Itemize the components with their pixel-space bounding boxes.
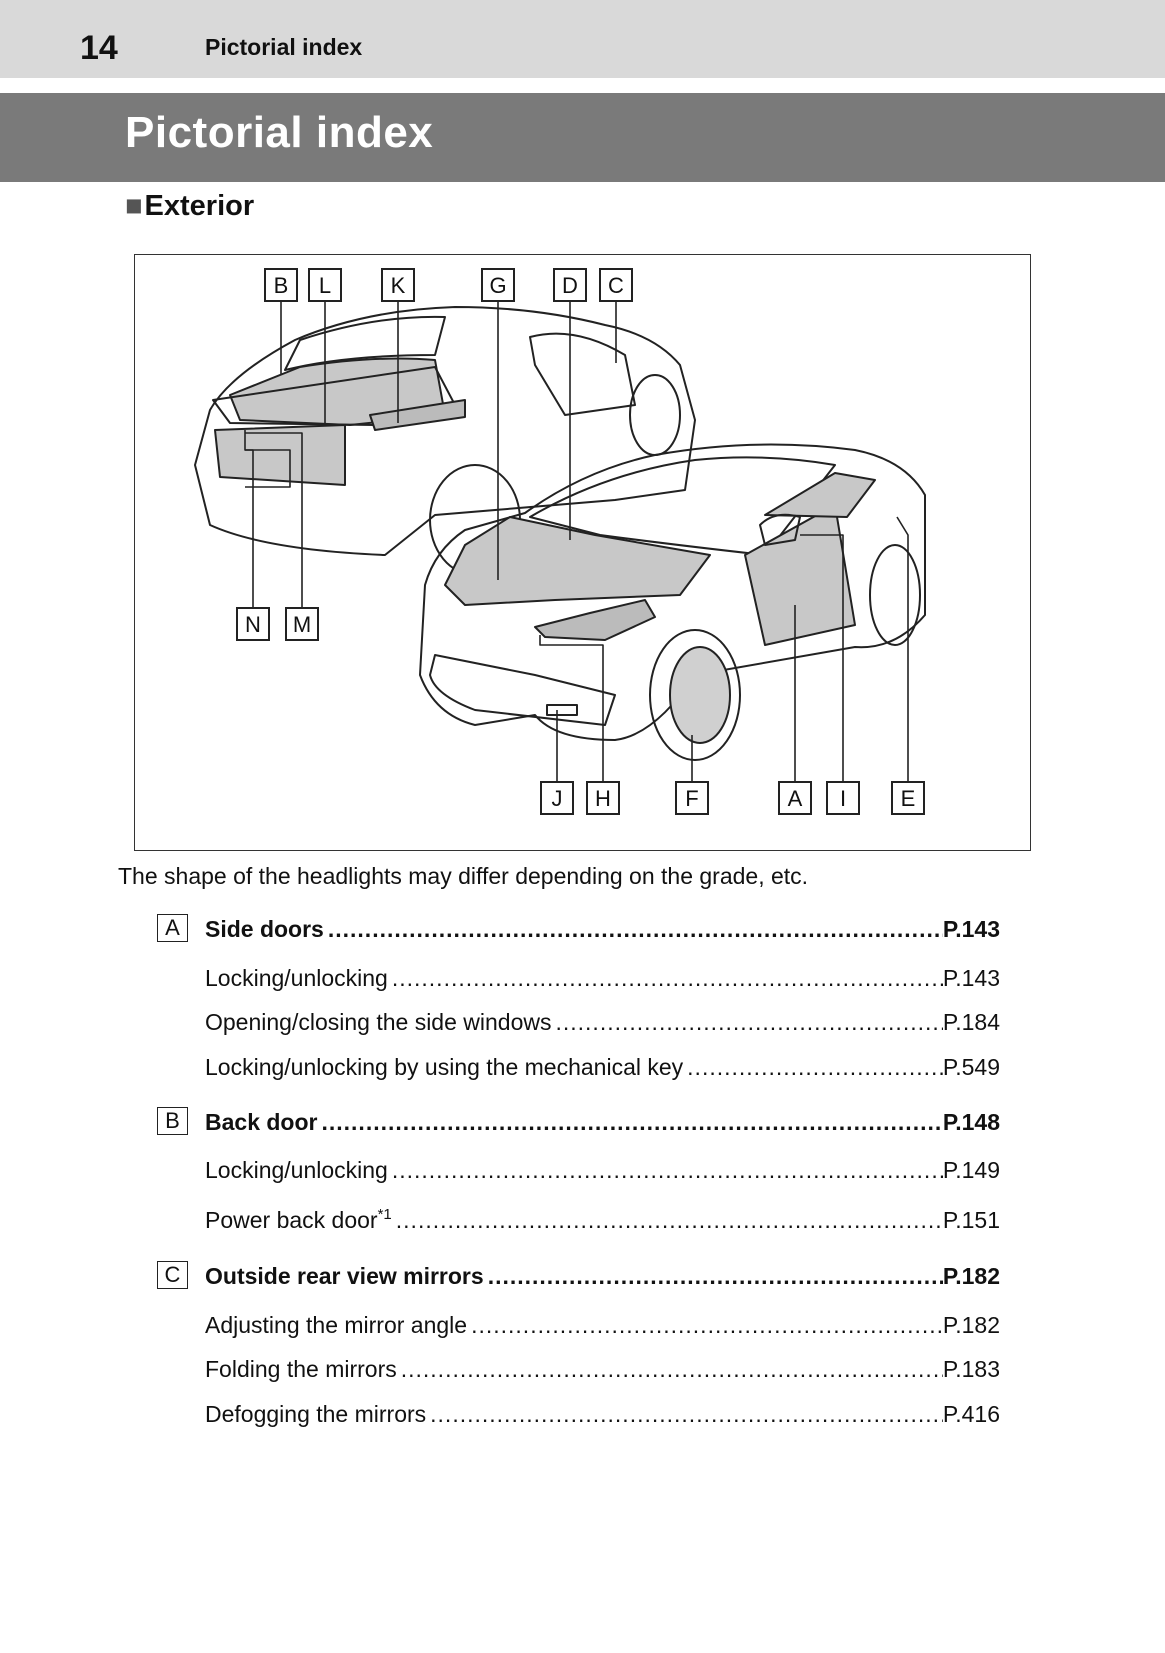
svg-text:G: G [489, 273, 506, 298]
svg-text:E: E [901, 786, 916, 811]
entry-page[interactable]: P.148 [942, 1109, 1000, 1135]
side-door-panel [744, 504, 856, 646]
hood-panel [444, 516, 711, 606]
svg-text:B: B [274, 273, 289, 298]
running-title: Pictorial index [205, 34, 363, 60]
svg-text:D: D [562, 273, 578, 298]
sub-entry-mirror-angle[interactable]: Adjusting the mirror angle..............… [205, 1312, 1000, 1338]
front-wheel [649, 629, 741, 761]
callout-L: L [308, 268, 342, 302]
sub-entry-defogging-mirrors[interactable]: Defogging the mirrors...................… [205, 1401, 1000, 1427]
callout-K: K [381, 268, 415, 302]
fog-light [546, 704, 578, 716]
callout-A: A [778, 781, 812, 815]
figure-caption: The shape of the headlights may differ d… [118, 863, 809, 889]
vehicle-exterior-illustration: B L K G D C N M J H F A I E [134, 254, 1031, 851]
section-title: Exterior [144, 190, 255, 222]
callout-E: E [891, 781, 925, 815]
callout-M: M [285, 607, 319, 641]
side-window [764, 472, 876, 518]
headlight [534, 599, 656, 641]
section-marker: ■ [125, 190, 143, 222]
svg-text:L: L [319, 273, 331, 298]
svg-text:C: C [608, 273, 624, 298]
callout-B: B [264, 268, 298, 302]
title-banner [0, 93, 1165, 182]
entry-label: Outside rear view mirrors [205, 1263, 484, 1289]
rear-tail-light [369, 399, 466, 431]
svg-text:M: M [293, 612, 311, 637]
callout-I: I [826, 781, 860, 815]
page-title: Pictorial index [125, 108, 434, 157]
entry-label: Back door [205, 1109, 318, 1135]
callout-N: N [236, 607, 270, 641]
svg-text:N: N [245, 612, 261, 637]
rear-right-wheel [869, 544, 921, 646]
footnote-marker: *1 [377, 1206, 392, 1223]
svg-text:F: F [685, 786, 698, 811]
callout-F: F [675, 781, 709, 815]
entry-badge: A [157, 914, 188, 942]
side-mirror [759, 513, 801, 546]
svg-text:H: H [595, 786, 611, 811]
entry-badge: B [157, 1107, 188, 1135]
sub-entry-power-back-door[interactable]: Power back door*1.......................… [205, 1206, 1000, 1233]
rear-wheel-right [629, 374, 681, 456]
svg-text:I: I [840, 786, 846, 811]
callout-J: J [540, 781, 574, 815]
entry-label: Side doors [205, 916, 324, 942]
callout-C: C [599, 268, 633, 302]
entry-back-door[interactable]: B Back door.............................… [157, 1107, 1000, 1137]
svg-text:A: A [788, 786, 803, 811]
page-number: 14 [80, 29, 118, 67]
callout-G: G [481, 268, 515, 302]
entry-page[interactable]: P.182 [942, 1263, 1000, 1289]
front-windshield [529, 456, 836, 556]
sub-entry-back-door-locking[interactable]: Locking/unlocking.......................… [205, 1157, 1000, 1183]
sub-entry-side-windows[interactable]: Opening/closing the side windows........… [205, 1009, 1000, 1035]
sub-entry-folding-mirrors[interactable]: Folding the mirrors.....................… [205, 1356, 1000, 1382]
rear-car-body [194, 306, 696, 556]
callout-D: D [553, 268, 587, 302]
svg-text:J: J [552, 786, 563, 811]
entry-badge: C [157, 1261, 188, 1289]
rear-car-window [284, 315, 446, 371]
entry-page[interactable]: P.143 [942, 916, 1000, 942]
rear-lower-panel [214, 424, 346, 486]
entry-side-doors[interactable]: A Side doors............................… [157, 914, 1000, 944]
section-heading: ■Exterior [125, 188, 254, 224]
front-wheel-inner [669, 646, 731, 744]
car-diagram: B L K G D C N M J H F A I E [194, 268, 926, 815]
callout-H: H [586, 781, 620, 815]
front-bumper [429, 654, 616, 726]
header-bar [0, 0, 1165, 78]
sub-entry-locking-unlocking[interactable]: Locking/unlocking.......................… [205, 965, 1000, 991]
svg-text:K: K [391, 273, 406, 298]
sub-entry-mechanical-key[interactable]: Locking/unlocking by using the mechanica… [205, 1054, 1000, 1080]
entry-outside-mirrors[interactable]: C Outside rear view mirrors.............… [157, 1261, 1000, 1291]
